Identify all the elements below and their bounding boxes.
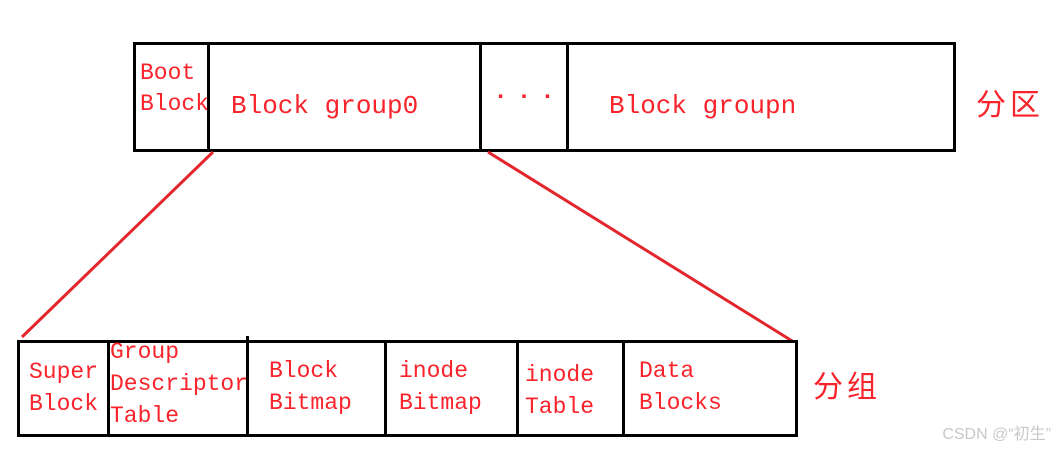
inode-bitmap-label-line2: Bitmap [399, 390, 482, 416]
connector-line-right [487, 150, 798, 346]
block-group0-cell: Block group0 [210, 45, 482, 149]
boot-block-label-line1: Boot [140, 60, 196, 86]
ellipsis-cell: ··· [482, 45, 569, 149]
block-bitmap-label-line1: Block [269, 358, 339, 384]
ellipsis-dots: ··· [493, 83, 564, 111]
gdt-label-line3: Table [110, 403, 180, 429]
partition-label: 分区 [976, 89, 1044, 122]
super-block-label-line1: Super [29, 359, 99, 385]
connector-line-left [20, 150, 215, 339]
block-groupn-label: Block groupn [609, 91, 797, 121]
csdn-watermark: CSDN @“初生” [942, 426, 1051, 443]
inode-table-label-line1: inode [525, 362, 595, 388]
block-bitmap-label-line2: Bitmap [269, 390, 352, 416]
block-bitmap-cell: Block Bitmap [249, 343, 387, 434]
group-label: 分组 [813, 371, 881, 404]
data-blocks-label-line1: Data [639, 358, 695, 384]
gdt-label-line1: Group [110, 339, 180, 365]
boot-block-label-line2: Block [140, 91, 210, 117]
super-block-label-line2: Block [29, 391, 99, 417]
super-block-cell: Super Block [20, 343, 110, 434]
group-descriptor-table-cell: Group Descriptor Table [110, 336, 249, 434]
data-blocks-label-line2: Blocks [639, 390, 722, 416]
boot-block-cell: Boot Block [136, 45, 210, 149]
block-group0-label: Block group0 [231, 91, 419, 121]
gdt-label-line2: Descriptor [110, 371, 249, 397]
partition-row: Boot Block Block group0 ··· Block groupn [133, 42, 956, 152]
inode-bitmap-cell: inode Bitmap [387, 343, 519, 434]
block-groupn-cell: Block groupn [569, 45, 953, 149]
block-group-detail-row: Super Block Group Descriptor Table Block… [17, 336, 798, 437]
inode-table-cell: inode Table [519, 343, 625, 434]
inode-table-label-line2: Table [525, 394, 595, 420]
inode-bitmap-label-line1: inode [399, 358, 469, 384]
data-blocks-cell: Data Blocks [625, 343, 795, 434]
